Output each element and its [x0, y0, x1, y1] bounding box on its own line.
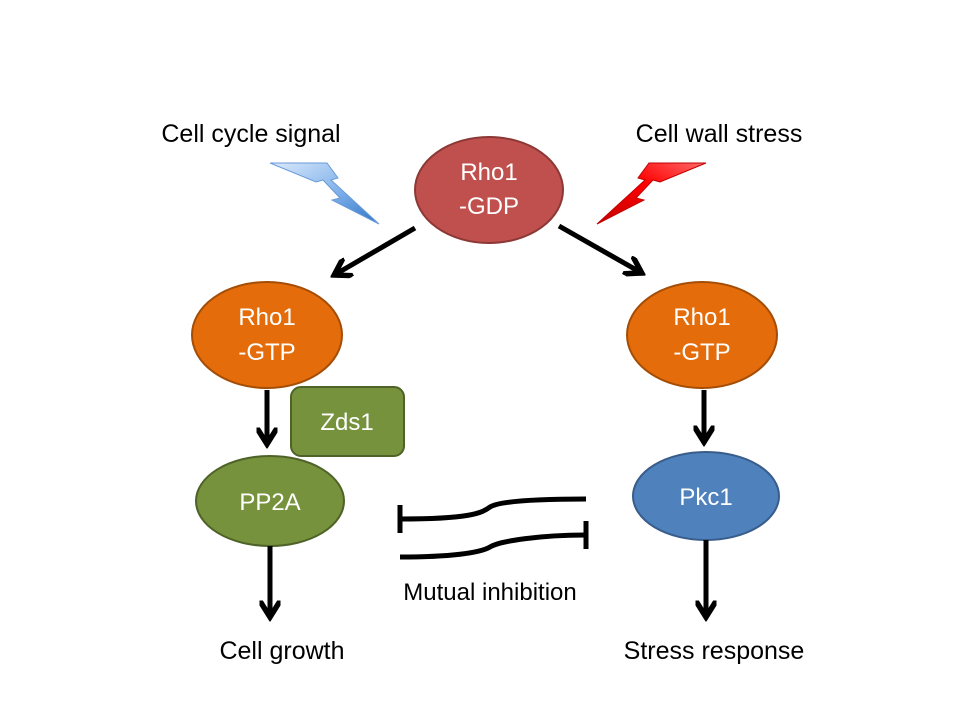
pp2a-node: PP2A: [195, 455, 345, 547]
rho1-gdp-line1: Rho1: [460, 159, 517, 186]
rho1-gtp-right-line1: Rho1: [673, 304, 730, 331]
cell-wall-stress-lightning-icon: [596, 162, 707, 225]
pkc1-node: Pkc1: [632, 451, 780, 541]
rho1-gtp-right-node: Rho1 -GTP: [626, 281, 778, 389]
pkc1-label: Pkc1: [679, 484, 732, 511]
rho1-gtp-left-line1: Rho1: [238, 304, 295, 331]
rho1-gdp-line2: -GDP: [459, 193, 519, 220]
rho1-gdp-node: Rho1 -GDP: [414, 136, 564, 244]
mutual-inhibition-symbol: [397, 496, 589, 560]
rho1-gtp-left-node: Rho1 -GTP: [191, 281, 343, 389]
arrow-gdp-to-right-gtp: [557, 223, 640, 272]
cell-wall-stress-label: Cell wall stress: [636, 120, 803, 148]
cell-cycle-lightning-icon: [269, 162, 380, 225]
zds1-node: Zds1: [290, 386, 405, 457]
rho1-gtp-right-line2: -GTP: [673, 339, 730, 366]
rho1-gtp-left-line2: -GTP: [238, 339, 295, 366]
cell-cycle-signal-label: Cell cycle signal: [161, 120, 340, 148]
pp2a-label: PP2A: [239, 489, 300, 516]
mutual-inhibition-label: Mutual inhibition: [403, 579, 576, 606]
cell-growth-label: Cell growth: [219, 637, 344, 665]
stress-response-label: Stress response: [624, 637, 805, 665]
arrow-gdp-to-left-gtp: [336, 225, 417, 274]
zds1-label: Zds1: [320, 409, 373, 436]
